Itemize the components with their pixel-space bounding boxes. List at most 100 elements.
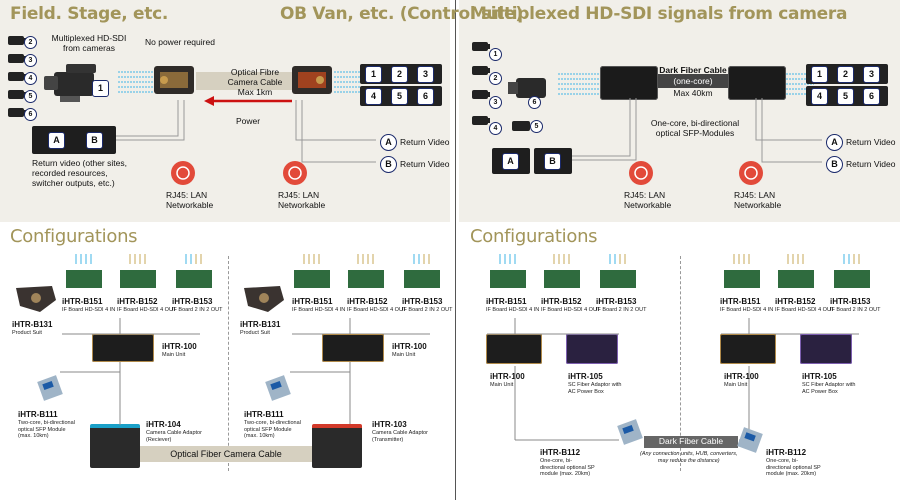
return-lines-right — [295, 100, 376, 163]
lan-network-icon — [171, 161, 195, 185]
sfp-name: iHTR-B111 — [244, 410, 284, 419]
output-number: 4 — [811, 88, 828, 105]
return-video-description: Return video (other sites, recorded reso… — [32, 158, 127, 188]
main-unit-icon — [486, 334, 542, 364]
output-number: 1 — [811, 66, 828, 83]
board-name: iHTR-B152 — [775, 297, 816, 306]
lan-network-icon — [283, 161, 307, 185]
camera-number: 1 — [489, 48, 502, 61]
sfp-module-icon — [737, 427, 763, 453]
output-number: 4 — [365, 88, 382, 105]
config-divider — [680, 256, 681, 471]
board-name: iHTR-B153 — [830, 297, 871, 306]
camera-feed-lines — [118, 71, 154, 93]
main-unit-icon — [92, 334, 154, 362]
output-number: 3 — [417, 66, 434, 83]
camera-number: 2 — [489, 72, 502, 85]
camera-number: 5 — [530, 120, 543, 133]
return-video-a-label: Return Video — [400, 137, 450, 147]
title-multiplexed: Multiplexed HD-SDI signals from camera — [470, 4, 848, 24]
sfp-name: iHTR-B112 — [766, 448, 807, 457]
camera-number: 4 — [24, 72, 37, 85]
camera-number: 5 — [24, 90, 37, 103]
output-number: 1 — [365, 66, 382, 83]
main-unit-name: iHTR-100 — [162, 342, 197, 351]
board-name: iHTR-B153 — [402, 297, 443, 306]
board-name: iHTR-B153 — [596, 297, 637, 306]
adaptor-tx-name: iHTR-103 — [372, 420, 407, 429]
panel-top-right — [459, 0, 900, 222]
board-name: iHTR-B152 — [117, 297, 158, 306]
product-suit-icon — [244, 286, 284, 312]
camera-number: 3 — [24, 54, 37, 67]
board-desc: IF Board HD-SDI 4 IN — [62, 307, 116, 313]
fiber-adaptor-desc: SC Fiber Adaptor with AC Power Box — [802, 382, 856, 395]
board-name: iHTR-B152 — [541, 297, 582, 306]
dark-fiber-cable-label: Dark Fiber Cable — [658, 436, 724, 446]
output-lines-left — [334, 71, 360, 93]
power-arrow — [204, 96, 292, 106]
broadcast-camera-icon — [508, 78, 546, 98]
output-lines-right — [786, 73, 814, 95]
suit-desc: Product Suit — [240, 330, 270, 336]
dark-fiber-cable-note: (Any connection units, HUB, converters, … — [640, 451, 738, 464]
sfp-module-icon — [265, 375, 291, 401]
return-video-a-badge: A — [380, 134, 397, 151]
main-unit-receiver — [728, 66, 786, 100]
field-adaptor-icon — [154, 66, 194, 94]
if-board-icons — [724, 254, 870, 288]
return-monitor — [32, 126, 116, 154]
camera-feed-lines — [558, 73, 600, 95]
suit-name: iHTR-B131 — [240, 320, 281, 329]
dark-fiber-cable-band — [644, 436, 738, 448]
fibre-cable-band — [196, 72, 292, 90]
main-unit-desc: Main Unit — [162, 352, 186, 358]
lan-network-icon — [739, 161, 763, 185]
optical-fiber-camera-cable-band — [140, 446, 312, 462]
board-desc: IF Board HD-SDI 4 IN — [720, 307, 774, 313]
panel-top-left — [0, 0, 450, 222]
board-name: iHTR-B153 — [172, 297, 213, 306]
board-desc: IF Board HD-SDI 4 OUT — [541, 307, 601, 313]
camera-adaptor-transmitter-icon — [312, 424, 362, 468]
sfp-desc: Two-core, bi-directional optical SFP Mod… — [18, 420, 75, 439]
return-lines-left — [116, 100, 185, 141]
output-number: 5 — [837, 88, 854, 105]
lan-network-icon — [629, 161, 653, 185]
main-unit-name: iHTR-100 — [392, 342, 427, 351]
return-video-b-label: Return Video — [846, 159, 896, 169]
main-unit-sender — [600, 66, 658, 100]
adaptor-tx-desc: Camera Cable Adaptor (Transmitter) — [372, 430, 428, 443]
ob-adaptor-icon — [292, 66, 332, 94]
board-name: iHTR-B152 — [347, 297, 388, 306]
board-name: iHTR-B151 — [292, 297, 333, 306]
return-monitor-b: B — [86, 132, 103, 149]
main-unit-desc: Main Unit — [724, 382, 748, 388]
fibre-cable-label: Optical Fibre Camera Cable Max 1km — [227, 67, 283, 97]
config-title-left: Configurations — [10, 226, 138, 247]
board-desc: IF Board 2 IN 2 OUT — [402, 307, 453, 313]
main-unit-name: iHTR-100 — [724, 372, 759, 381]
return-video-a-label: Return Video — [846, 137, 896, 147]
return-monitor-a: A — [48, 132, 65, 149]
board-desc: IF Board 2 IN 2 OUT — [830, 307, 881, 313]
broadcast-camera-icon — [44, 64, 96, 102]
output-number: 3 — [863, 66, 880, 83]
return-video-b-badge: B — [826, 156, 843, 173]
output-number: 2 — [837, 66, 854, 83]
column-divider — [455, 0, 456, 500]
config-connectors-right — [487, 318, 859, 441]
camera-number: 3 — [489, 96, 502, 109]
fiber-adaptor-desc: SC Fiber Adaptor with AC Power Box — [568, 382, 622, 395]
sfp-module-label: One-core, bi-directional optical SFP-Mod… — [650, 118, 740, 138]
optical-fiber-camera-cable-label: Optical Fiber Camera Cable — [170, 449, 282, 459]
lan-label-left: RJ45: LAN Networkable — [624, 190, 672, 210]
camera-adaptor-receiver-icon — [90, 424, 140, 468]
return-monitor-b-letter: B — [544, 153, 561, 170]
fiber-adaptor-name: iHTR-105 — [568, 372, 603, 381]
power-label: Power — [236, 116, 261, 126]
board-desc: IF Board HD-SDI 4 OUT — [347, 307, 407, 313]
main-unit-desc: Main Unit — [490, 382, 514, 388]
board-name: iHTR-B151 — [486, 297, 527, 306]
board-name: iHTR-B151 — [720, 297, 761, 306]
